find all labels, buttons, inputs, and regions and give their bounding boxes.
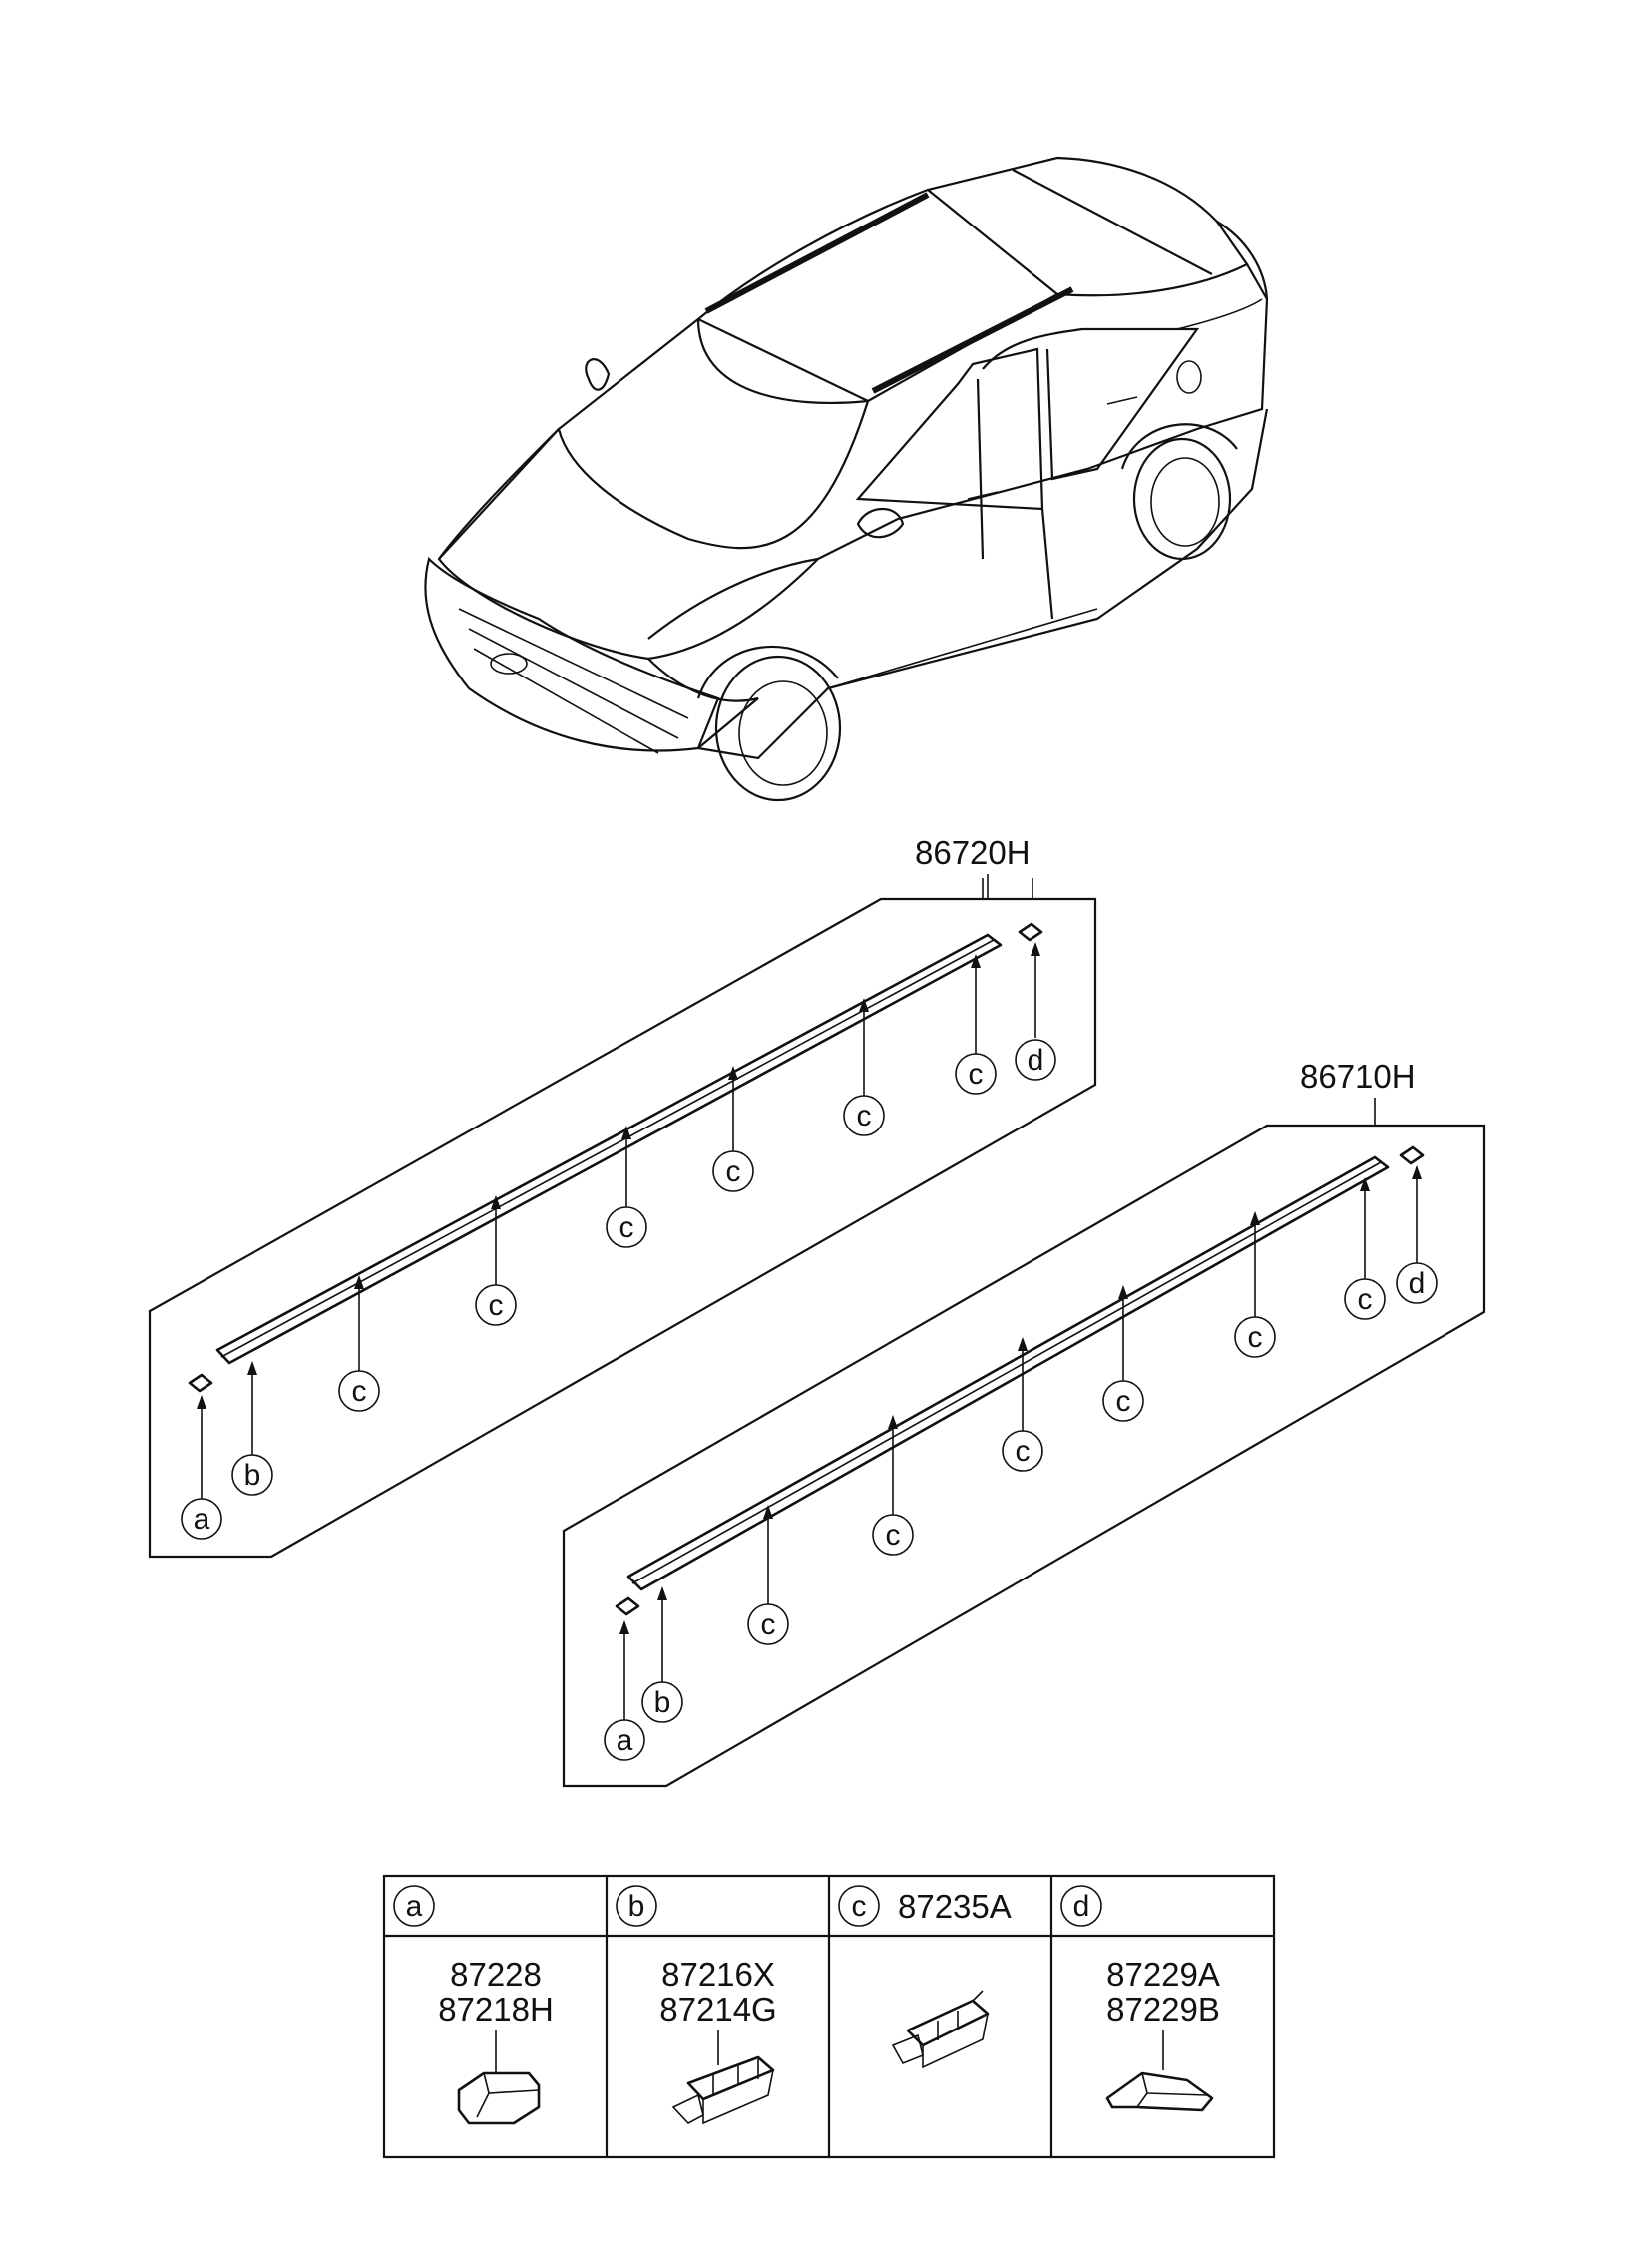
part-number-87229a: 87229A [1106,1956,1220,1993]
end-piece-a-right [615,1596,640,1616]
svg-text:c: c [620,1211,634,1244]
part-number-87229b: 87229B [1106,1991,1220,2028]
part-number-87235a: 87235A [898,1888,1012,1925]
callouts-left: a b c c c c c c d [181,942,1056,1540]
svg-text:b: b [244,1459,261,1492]
part-number-86710h: 86710H [1300,1058,1416,1095]
svg-text:c: c [857,1100,872,1132]
svg-text:c: c [1016,1435,1031,1468]
svg-text:c: c [969,1058,984,1091]
parts-legend-table [382,1874,1276,2159]
svg-text:c: c [1248,1321,1263,1354]
svg-text:b: b [654,1686,671,1719]
legend-cell-d: d 87229A 87229B [1060,1885,1220,2112]
svg-text:c: c [886,1519,901,1552]
part-number-87218h: 87218H [438,1991,554,2028]
svg-text:a: a [617,1724,633,1757]
svg-text:c: c [1116,1385,1131,1418]
car-illustration [424,156,1269,802]
svg-text:a: a [194,1503,210,1536]
svg-text:d: d [1028,1044,1044,1077]
part-number-87216x: 87216X [661,1956,775,1993]
svg-text:c: c [352,1375,367,1408]
svg-text:c: c [489,1289,504,1322]
part-number-86720h: 86720H [915,834,1031,871]
svg-text:d: d [1073,1890,1090,1923]
svg-text:d: d [1409,1267,1426,1300]
svg-text:c: c [1358,1283,1373,1316]
part-number-87214g: 87214G [659,1991,776,2028]
svg-text:c: c [852,1890,867,1923]
svg-text:a: a [406,1890,423,1923]
left-molding-panel [148,878,1097,1559]
end-piece-a-left [188,1373,213,1393]
legend-cell-a: a 87228 87218H [393,1885,554,2125]
part-number-87228: 87228 [450,1956,542,1993]
end-piece-d-left [1018,922,1043,942]
callouts-right: a b c c c c c c d [604,1165,1438,1761]
legend-cell-c: c 87235A [838,1885,1012,2069]
end-piece-d-right [1399,1145,1425,1165]
svg-text:b: b [628,1890,645,1923]
right-molding-panel [562,1124,1486,1788]
svg-text:c: c [761,1608,776,1641]
legend-cell-b: b 87216X 87214G [616,1885,777,2125]
svg-text:c: c [726,1155,741,1188]
